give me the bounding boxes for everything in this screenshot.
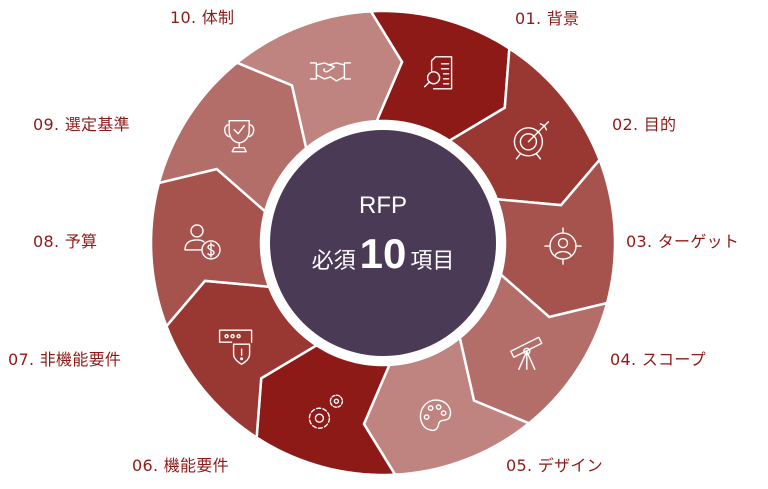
label-01: 01. 背景	[515, 9, 580, 28]
center-hub: RFP 必須 10 項目	[270, 130, 496, 356]
label-02: 02. 目的	[612, 115, 677, 134]
center-number: 10	[359, 230, 407, 277]
label-03: 03. ターゲット	[626, 232, 740, 251]
target-arrow-icon	[513, 121, 550, 160]
document-search-icon	[423, 56, 453, 90]
center-suffix: 項目	[410, 249, 455, 274]
label-04: 04. スコープ	[610, 350, 706, 369]
center-prefix: 必須	[311, 249, 356, 274]
label-08: 08. 予算	[33, 232, 98, 251]
telescope-icon	[510, 336, 543, 370]
label-09: 09. 選定基準	[33, 115, 130, 134]
handshake-icon	[309, 62, 352, 82]
label-10: 10. 体制	[170, 8, 235, 27]
label-07: 07. 非機能要件	[8, 350, 122, 369]
person-dollar-icon	[184, 224, 221, 260]
label-06: 06. 機能要件	[132, 456, 229, 475]
person-crosshair-icon	[544, 227, 582, 265]
center-title: RFP	[359, 192, 407, 219]
gears-icon	[308, 394, 344, 429]
label-05: 05. デザイン	[506, 456, 603, 475]
shield-alert-icon	[218, 329, 253, 365]
hub-circle	[270, 130, 496, 356]
palette-icon	[419, 399, 452, 432]
trophy-icon	[224, 119, 255, 153]
